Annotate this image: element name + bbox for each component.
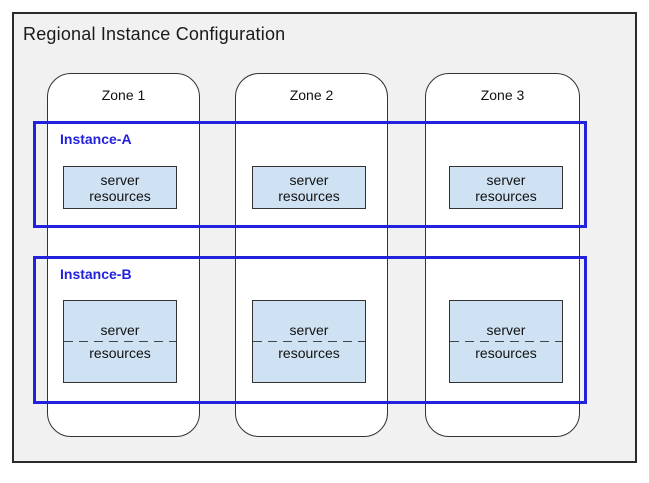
server-resources-box-instance-a-zone-2: server resources [252,166,366,209]
server-resources-label-bottom: resources [278,345,340,361]
server-resources-box-instance-b-zone-2: server resources [252,300,366,383]
instance-a-label: Instance-A [60,131,132,147]
server-resources-label: server resources [89,171,151,204]
dashed-divider [450,341,562,342]
server-resources-box-instance-b-zone-3: server resources [449,300,563,383]
server-resources-box-instance-b-zone-1: server resources [63,300,177,383]
dashed-divider [253,341,365,342]
server-resources-label: server resources [475,171,537,204]
server-resources-label-top: server [486,322,526,338]
instance-a-boundary: Instance-A [33,121,587,228]
zone-1-label: Zone 1 [101,87,146,103]
server-resources-label-bottom: resources [475,345,537,361]
server-resources-label: server resources [278,171,340,204]
server-resources-box-instance-a-zone-1: server resources [63,166,177,209]
dashed-divider [64,341,176,342]
server-resources-box-instance-a-zone-3: server resources [449,166,563,209]
server-resources-label-top: server [289,322,329,338]
instance-b-boundary: Instance-B [33,256,587,404]
server-resources-label-bottom: resources [89,345,151,361]
diagram-title: Regional Instance Configuration [23,24,286,44]
server-resources-label-top: server [100,322,140,338]
zone-2-label: Zone 2 [289,87,334,103]
region-frame: Regional Instance Configuration Zone 1 Z… [12,12,637,463]
instance-b-label: Instance-B [60,266,132,282]
zone-3-label: Zone 3 [480,87,525,103]
